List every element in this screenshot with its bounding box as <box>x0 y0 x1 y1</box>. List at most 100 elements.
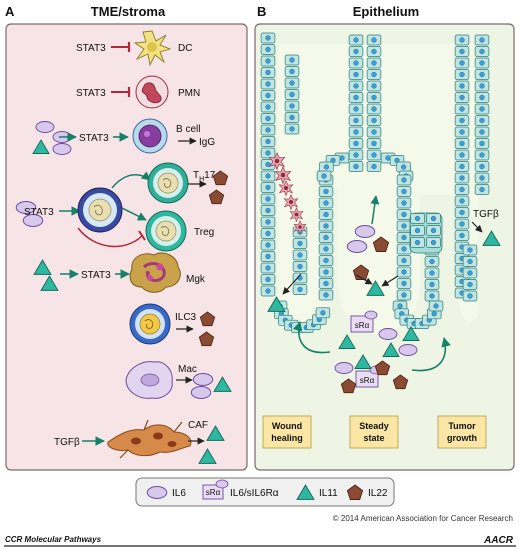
epithelial-cell <box>260 274 276 285</box>
panel-a-box <box>5 23 248 471</box>
pmn-cell <box>135 75 169 109</box>
epithelial-cell <box>260 239 276 251</box>
epithelial-cell <box>318 197 334 209</box>
stage-steady-box <box>349 415 399 449</box>
stage-steady: Steady state <box>349 415 399 449</box>
caf-row: TGFβ CAF <box>54 419 225 464</box>
th17-main: T <box>193 170 199 181</box>
t-stat3-label: STAT3 <box>24 207 54 218</box>
legend-il6r-label: IL6/sIL6Rα <box>230 488 279 499</box>
epithelial-cell <box>318 232 334 243</box>
epithelial-cell <box>474 57 490 69</box>
caf-label: CAF <box>188 420 208 431</box>
epithelial-cell <box>366 69 382 80</box>
panel-a: A TME/stroma STAT3 DC STAT3 PMN <box>5 4 248 471</box>
epithelial-cell <box>260 44 276 55</box>
mac-label: Mac <box>178 364 197 375</box>
epithelial-cell <box>284 112 300 123</box>
ilc3-row: ILC3 <box>129 303 216 347</box>
pool-il6-3 <box>334 362 354 374</box>
epithelial-cell <box>454 184 470 195</box>
stage-wound: Wound healing <box>262 415 312 449</box>
tumor-cell-1 <box>410 213 425 224</box>
stage-steady-line2: state <box>363 433 384 443</box>
sralpha-text-1: sRα <box>355 321 370 330</box>
center-arrow-left <box>355 274 373 285</box>
epithelial-cell <box>454 172 470 184</box>
legend-il11-label: IL11 <box>319 488 338 499</box>
dc-cell <box>133 30 172 67</box>
center-arrow-right <box>381 275 399 287</box>
tumor-cell-6 <box>426 237 441 248</box>
epithelial-cell <box>396 197 412 209</box>
tumor-cluster <box>409 212 443 254</box>
th17-diff-arrow <box>111 171 151 189</box>
epithelial-cell <box>474 69 490 80</box>
dc-stat3-label: STAT3 <box>76 43 106 54</box>
epithelial-cell <box>260 55 276 67</box>
epithelial-cell <box>396 243 412 255</box>
epithelial-cell <box>318 278 334 289</box>
epithelial-cell <box>260 124 276 136</box>
epithelial-cell <box>292 284 308 295</box>
center-il6-1 <box>354 225 376 238</box>
epithelial-cell <box>260 262 276 274</box>
pool-il6-2 <box>398 344 418 356</box>
center-il6-2 <box>346 240 368 253</box>
epithelial-cell <box>396 220 412 232</box>
epithelial-cell <box>318 186 334 197</box>
mgk-label: Mgk <box>186 274 206 285</box>
bcell-stat3-label: STAT3 <box>79 133 109 144</box>
epithelial-cell <box>315 307 331 319</box>
stage-tumor-line2: growth <box>447 433 477 443</box>
epithelial-cell <box>260 147 276 159</box>
bcell-il6-1 <box>35 121 55 133</box>
panel-b-title: Epithelium <box>353 4 419 19</box>
epithelial-cell <box>474 103 490 115</box>
epithelial-cell <box>316 170 332 182</box>
epithelial-cell <box>396 174 412 186</box>
epithelial-cell <box>348 57 364 69</box>
mac-cell <box>125 361 173 399</box>
pool-il6-1 <box>378 328 398 340</box>
epithelial-cell <box>462 279 478 290</box>
legend-il22-label: IL22 <box>368 488 388 499</box>
epithelial-cell <box>474 34 490 46</box>
epithelial-cell <box>454 103 470 115</box>
epithelial-cell <box>292 249 308 261</box>
epithelial-cell <box>396 209 412 220</box>
naive-t-cell <box>77 187 123 233</box>
ilc3-label: ILC3 <box>175 312 197 323</box>
epithelial-cell <box>260 228 276 239</box>
epithelial-cell <box>260 170 276 182</box>
stage-wound-box <box>262 415 312 449</box>
stage-wound-line1: Wound <box>272 421 302 431</box>
epithelial-cell <box>366 80 382 92</box>
caf-cells <box>107 419 192 459</box>
tgfb-arrow <box>471 221 483 233</box>
epithelial-cell <box>318 255 334 266</box>
epithelial-cell <box>454 57 470 69</box>
epithelial-cell <box>348 138 364 149</box>
epithelial-cell <box>454 218 470 230</box>
epithelial-cell <box>318 266 334 278</box>
epithelial-cell <box>348 103 364 115</box>
epithelial-cell <box>474 149 490 161</box>
epithelial-cell <box>348 69 364 80</box>
t-treg-inhibit-bar <box>138 230 146 241</box>
ilc3-cell <box>129 303 171 345</box>
epithelial-cell <box>348 149 364 161</box>
tcell-row: STAT3 TH17 <box>15 162 229 252</box>
th17-cell <box>147 162 189 204</box>
mac-row: Mac <box>125 361 232 399</box>
pmn-label: PMN <box>178 88 200 99</box>
tumor-cell-5 <box>410 237 425 248</box>
epithelial-cell <box>260 113 276 124</box>
epithelial-cell <box>474 138 490 149</box>
caf-tgfb-label: TGFβ <box>54 437 80 448</box>
tumor-cell-2 <box>426 213 441 224</box>
pool-to-wound-arrow <box>293 321 331 354</box>
epithelial-cell <box>424 256 440 267</box>
bcell-label: B cell <box>176 124 200 135</box>
legend: IL6 sRα IL6/sIL6Rα IL11 IL22 <box>135 477 395 507</box>
